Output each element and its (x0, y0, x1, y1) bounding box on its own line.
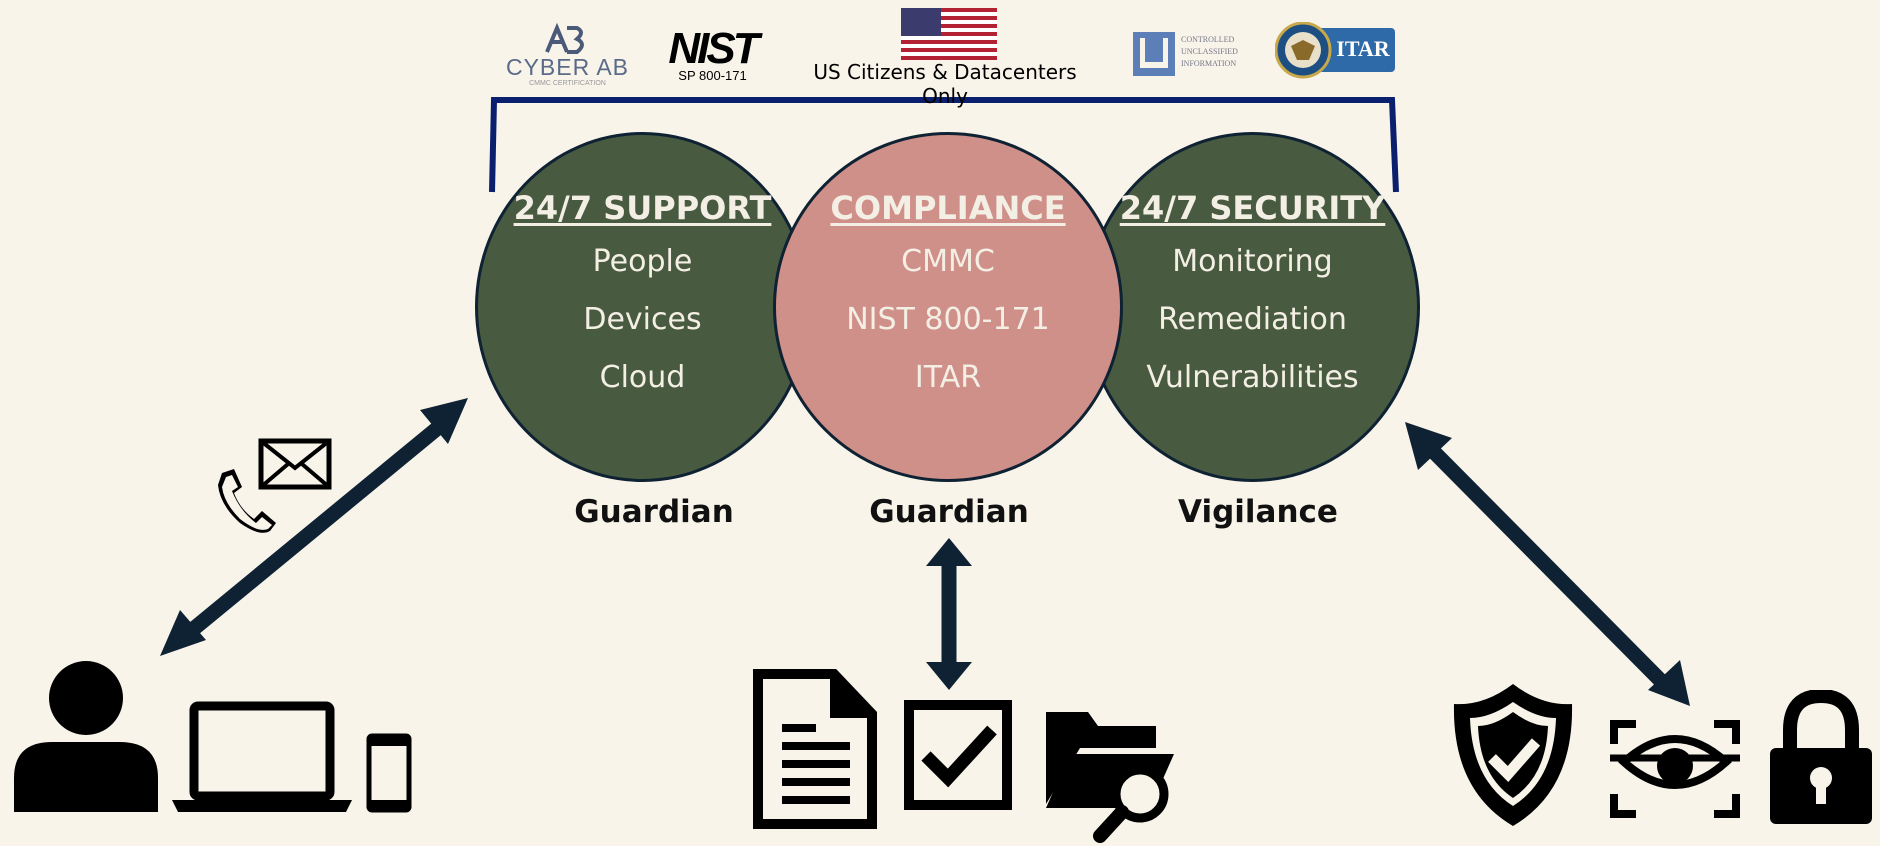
compliance-circle: COMPLIANCE CMMC NIST 800-171 ITAR (773, 132, 1123, 482)
cui-text: CONTROLLED UNCLASSIFIED INFORMATION (1181, 35, 1238, 68)
security-title: 24/7 SECURITY (1119, 189, 1386, 227)
support-item-devices: Devices (583, 302, 702, 337)
support-circle: 24/7 SUPPORT People Devices Cloud (475, 132, 810, 482)
itar-text: ITAR (1336, 36, 1390, 61)
compliance-title: COMPLIANCE (830, 189, 1066, 227)
mail-icon (258, 438, 332, 490)
lock-icon (1770, 690, 1872, 824)
cyberab-logo: CYBER AB CMMC CERTIFICATION (505, 22, 630, 92)
cui-logo: CONTROLLED UNCLASSIFIED INFORMATION (1131, 30, 1251, 80)
cyberab-text: CYBER AB (505, 54, 630, 80)
compliance-item-itar: ITAR (914, 360, 982, 395)
cyberab-subtext: CMMC CERTIFICATION (529, 80, 606, 87)
checkbox-icon (904, 700, 1012, 810)
itar-seal-icon (1274, 21, 1395, 79)
compliance-caption: Guardian (869, 494, 1029, 530)
security-item-remediation: Remediation (1158, 302, 1347, 337)
security-item-vulnerabilities: Vulnerabilities (1146, 360, 1359, 395)
security-caption: Vigilance (1178, 494, 1338, 530)
support-title: 24/7 SUPPORT (513, 189, 772, 227)
cui-mark-icon (1133, 32, 1175, 76)
bracket-line (489, 97, 1399, 193)
person-icon (14, 661, 158, 812)
shield-check-icon (1453, 684, 1573, 826)
support-item-cloud: Cloud (599, 360, 686, 395)
support-item-people: People (592, 244, 693, 279)
compliance-item-cmmc: CMMC (901, 244, 995, 279)
security-circle: 24/7 SECURITY Monitoring Remediation Vul… (1085, 132, 1420, 482)
compliance-item-nist: NIST 800-171 (846, 302, 1050, 337)
double-arrow-right (1405, 422, 1690, 706)
cyberab-mark-icon (545, 22, 584, 54)
mobile-icon (366, 733, 412, 813)
nist-logo: NIST SP 800-171 (650, 24, 775, 86)
phone-icon (218, 469, 276, 533)
us-flag-icon (901, 8, 997, 60)
support-caption: Guardian (574, 494, 734, 530)
nist-text: NIST (668, 24, 759, 73)
double-arrow-center (926, 538, 972, 690)
eye-scan-icon (1610, 720, 1740, 818)
itar-logo: ITAR (1274, 21, 1397, 80)
laptop-icon (172, 701, 352, 812)
folder-search-icon (1046, 712, 1174, 843)
nist-subtext: SP 800-171 (678, 68, 747, 83)
us-citizens-label: US Citizens & Datacenters Only (813, 60, 1077, 108)
document-icon (753, 669, 877, 829)
security-item-monitoring: Monitoring (1172, 244, 1333, 279)
double-arrow-left (160, 398, 468, 656)
